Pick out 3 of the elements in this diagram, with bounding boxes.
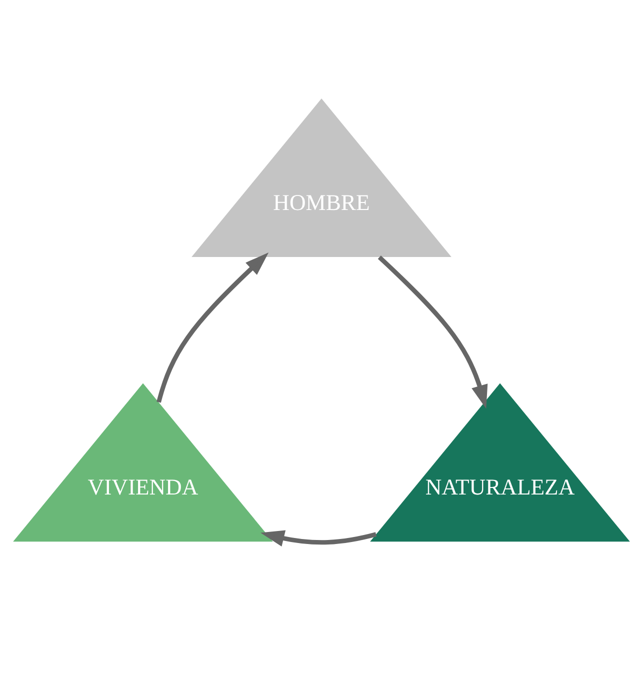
- arrow: [156, 252, 269, 403]
- arrow: [260, 530, 377, 546]
- arrow: [378, 256, 488, 409]
